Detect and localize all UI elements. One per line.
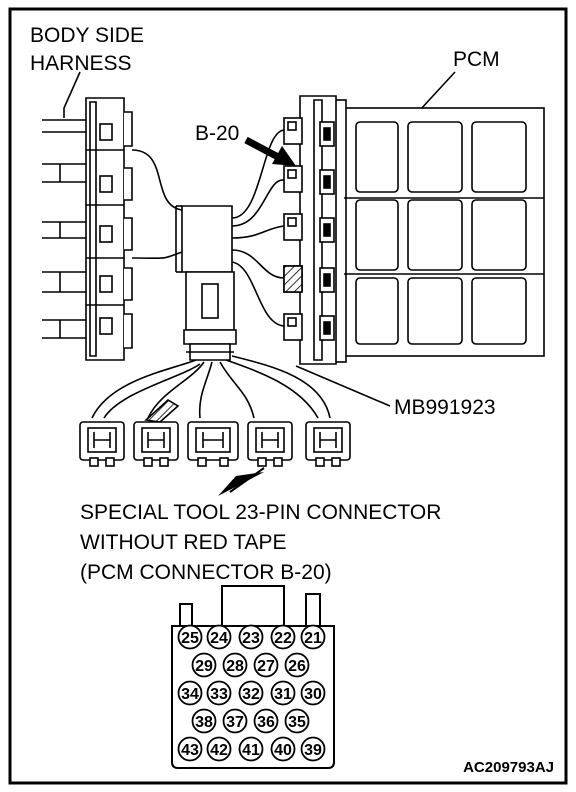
pin-37 <box>222 708 248 734</box>
connector-ref-label: B-20 <box>195 122 239 145</box>
drawing-code-label: AC209793AJ <box>463 759 554 776</box>
pin-21 <box>300 624 326 650</box>
pin-label-32: 32 <box>242 686 260 703</box>
connector-pin-numbers: 25 24 23 22 21 29 28 27 26 34 33 32 31 3… <box>181 630 322 759</box>
pin-label-41: 41 <box>242 742 260 759</box>
tool-connector-4 <box>247 421 293 467</box>
pin-33 <box>206 680 232 706</box>
pin-24 <box>206 624 232 650</box>
pin-row-4 <box>191 708 310 734</box>
special-tool-harness <box>91 129 331 423</box>
tool-connector-5 <box>305 421 351 467</box>
pin-34 <box>177 680 203 706</box>
tool-connectors <box>79 421 351 467</box>
description-line2: WITHOUT RED TAPE <box>80 531 287 554</box>
pin-label-40: 40 <box>274 742 292 759</box>
pin-label-29: 29 <box>195 658 213 675</box>
pin-label-24: 24 <box>210 630 228 647</box>
pin-27 <box>253 652 279 678</box>
connector-pins <box>177 624 326 762</box>
pin-40 <box>270 736 296 762</box>
tool-part-number-label: MB991923 <box>394 396 496 419</box>
pin-label-36: 36 <box>257 714 275 731</box>
pin-label-22: 22 <box>274 630 292 647</box>
pin-label-21: 21 <box>304 630 322 647</box>
body-side-harness <box>42 97 133 361</box>
pin-label-31: 31 <box>274 686 292 703</box>
pin-22 <box>270 624 296 650</box>
body-side-harness-label-line2: HARNESS <box>30 52 132 75</box>
pin-42 <box>206 736 232 762</box>
pin-41 <box>238 736 264 762</box>
b20-arrow <box>244 136 296 166</box>
pin-row-2 <box>191 652 310 678</box>
leader-lines <box>63 71 456 407</box>
pin-label-35: 35 <box>288 714 306 731</box>
pin-label-25: 25 <box>181 630 199 647</box>
pin-43 <box>177 736 203 762</box>
pin-35 <box>284 708 310 734</box>
pin-label-26: 26 <box>288 658 306 675</box>
tool-connector-3 <box>187 421 239 467</box>
tool-connector-1 <box>79 421 125 467</box>
pin-36 <box>253 708 279 734</box>
pin-label-39: 39 <box>304 742 322 759</box>
connector-face-key <box>221 585 285 627</box>
body-side-harness-label-line1: BODY SIDE <box>30 24 144 47</box>
pin-label-33: 33 <box>210 686 228 703</box>
pin-23 <box>238 624 264 650</box>
pin-label-34: 34 <box>181 686 199 703</box>
tool-connector-2 <box>133 421 179 467</box>
pin-25 <box>177 624 203 650</box>
pin-label-37: 37 <box>226 714 244 731</box>
pin-row-1 <box>177 624 326 650</box>
pin-32 <box>238 680 264 706</box>
pin-label-28: 28 <box>226 658 244 675</box>
pin-28 <box>222 652 248 678</box>
pin-label-38: 38 <box>195 714 213 731</box>
pin-label-30: 30 <box>304 686 322 703</box>
pin-label-42: 42 <box>210 742 228 759</box>
pin-38 <box>191 708 217 734</box>
connector-face-tab-right <box>305 593 321 627</box>
pcm-label: PCM <box>453 48 500 71</box>
pin-label-23: 23 <box>242 630 260 647</box>
connector-face-tab-left <box>179 603 193 627</box>
description-line1: SPECIAL TOOL 23-PIN CONNECTOR <box>80 501 441 524</box>
pin-39 <box>300 736 326 762</box>
pin-30 <box>300 680 326 706</box>
pin-29 <box>191 652 217 678</box>
description-line3: (PCM CONNECTOR B-20) <box>80 561 332 584</box>
pcm-unit <box>283 95 545 365</box>
pin-row-3 <box>177 680 326 706</box>
pin-26 <box>284 652 310 678</box>
pin-31 <box>270 680 296 706</box>
pin-label-43: 43 <box>181 742 199 759</box>
pin-label-27: 27 <box>257 658 275 675</box>
pin-row-5 <box>177 736 326 762</box>
diagram-border <box>8 7 568 785</box>
